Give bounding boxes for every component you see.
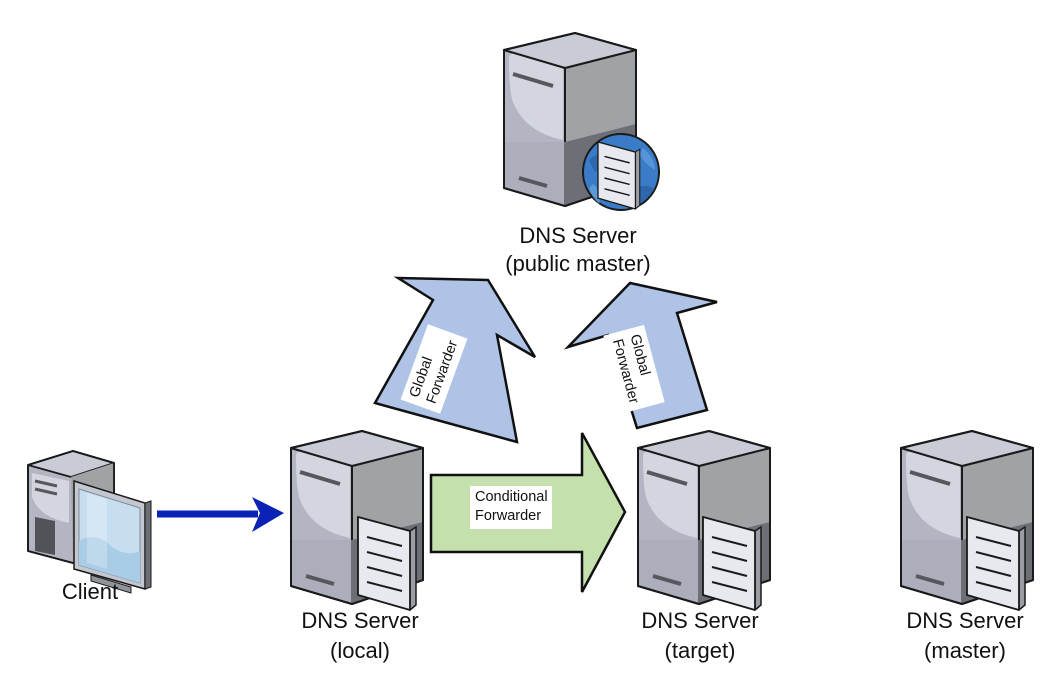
node-subtitle: (local) — [330, 638, 390, 663]
node-subtitle: (master) — [924, 638, 1006, 663]
zone-document-icon — [966, 516, 1026, 611]
global-forwarder-label-target: Global Forwarder — [603, 324, 665, 414]
node-title: DNS Server — [641, 608, 759, 633]
dns-server-target-icon — [636, 429, 772, 611]
global-forwarder-label-local: Global Forwarder — [400, 324, 468, 414]
dns-server-master-icon — [899, 429, 1035, 611]
node-subtitle: (target) — [664, 638, 736, 663]
dns-server-local-icon — [289, 429, 425, 611]
node-title: Client — [61, 579, 119, 604]
globe-icon — [582, 133, 660, 211]
node-label-local: DNS Server (local) — [250, 606, 470, 666]
dns-server-public-master-icon — [502, 31, 660, 211]
client-to-local-arrow — [157, 497, 284, 532]
zone-document-icon — [357, 516, 417, 611]
node-label-master: DNS Server (master) — [855, 606, 1054, 666]
node-subtitle: (public master) — [505, 251, 651, 276]
node-title: DNS Server — [301, 608, 419, 633]
node-title: DNS Server — [519, 223, 637, 248]
node-title: DNS Server — [906, 608, 1024, 633]
node-label-target: DNS Server (target) — [590, 606, 810, 666]
label-line-1: Conditional — [475, 489, 548, 505]
node-label-client: Client — [20, 578, 160, 606]
client-workstation-icon — [27, 450, 152, 594]
label-line-2: Forwarder — [475, 508, 542, 524]
zone-document-icon — [702, 516, 762, 611]
node-label-public-master: DNS Server (public master) — [440, 222, 716, 278]
conditional-forwarder-label: Conditional Forwarder — [470, 486, 552, 529]
